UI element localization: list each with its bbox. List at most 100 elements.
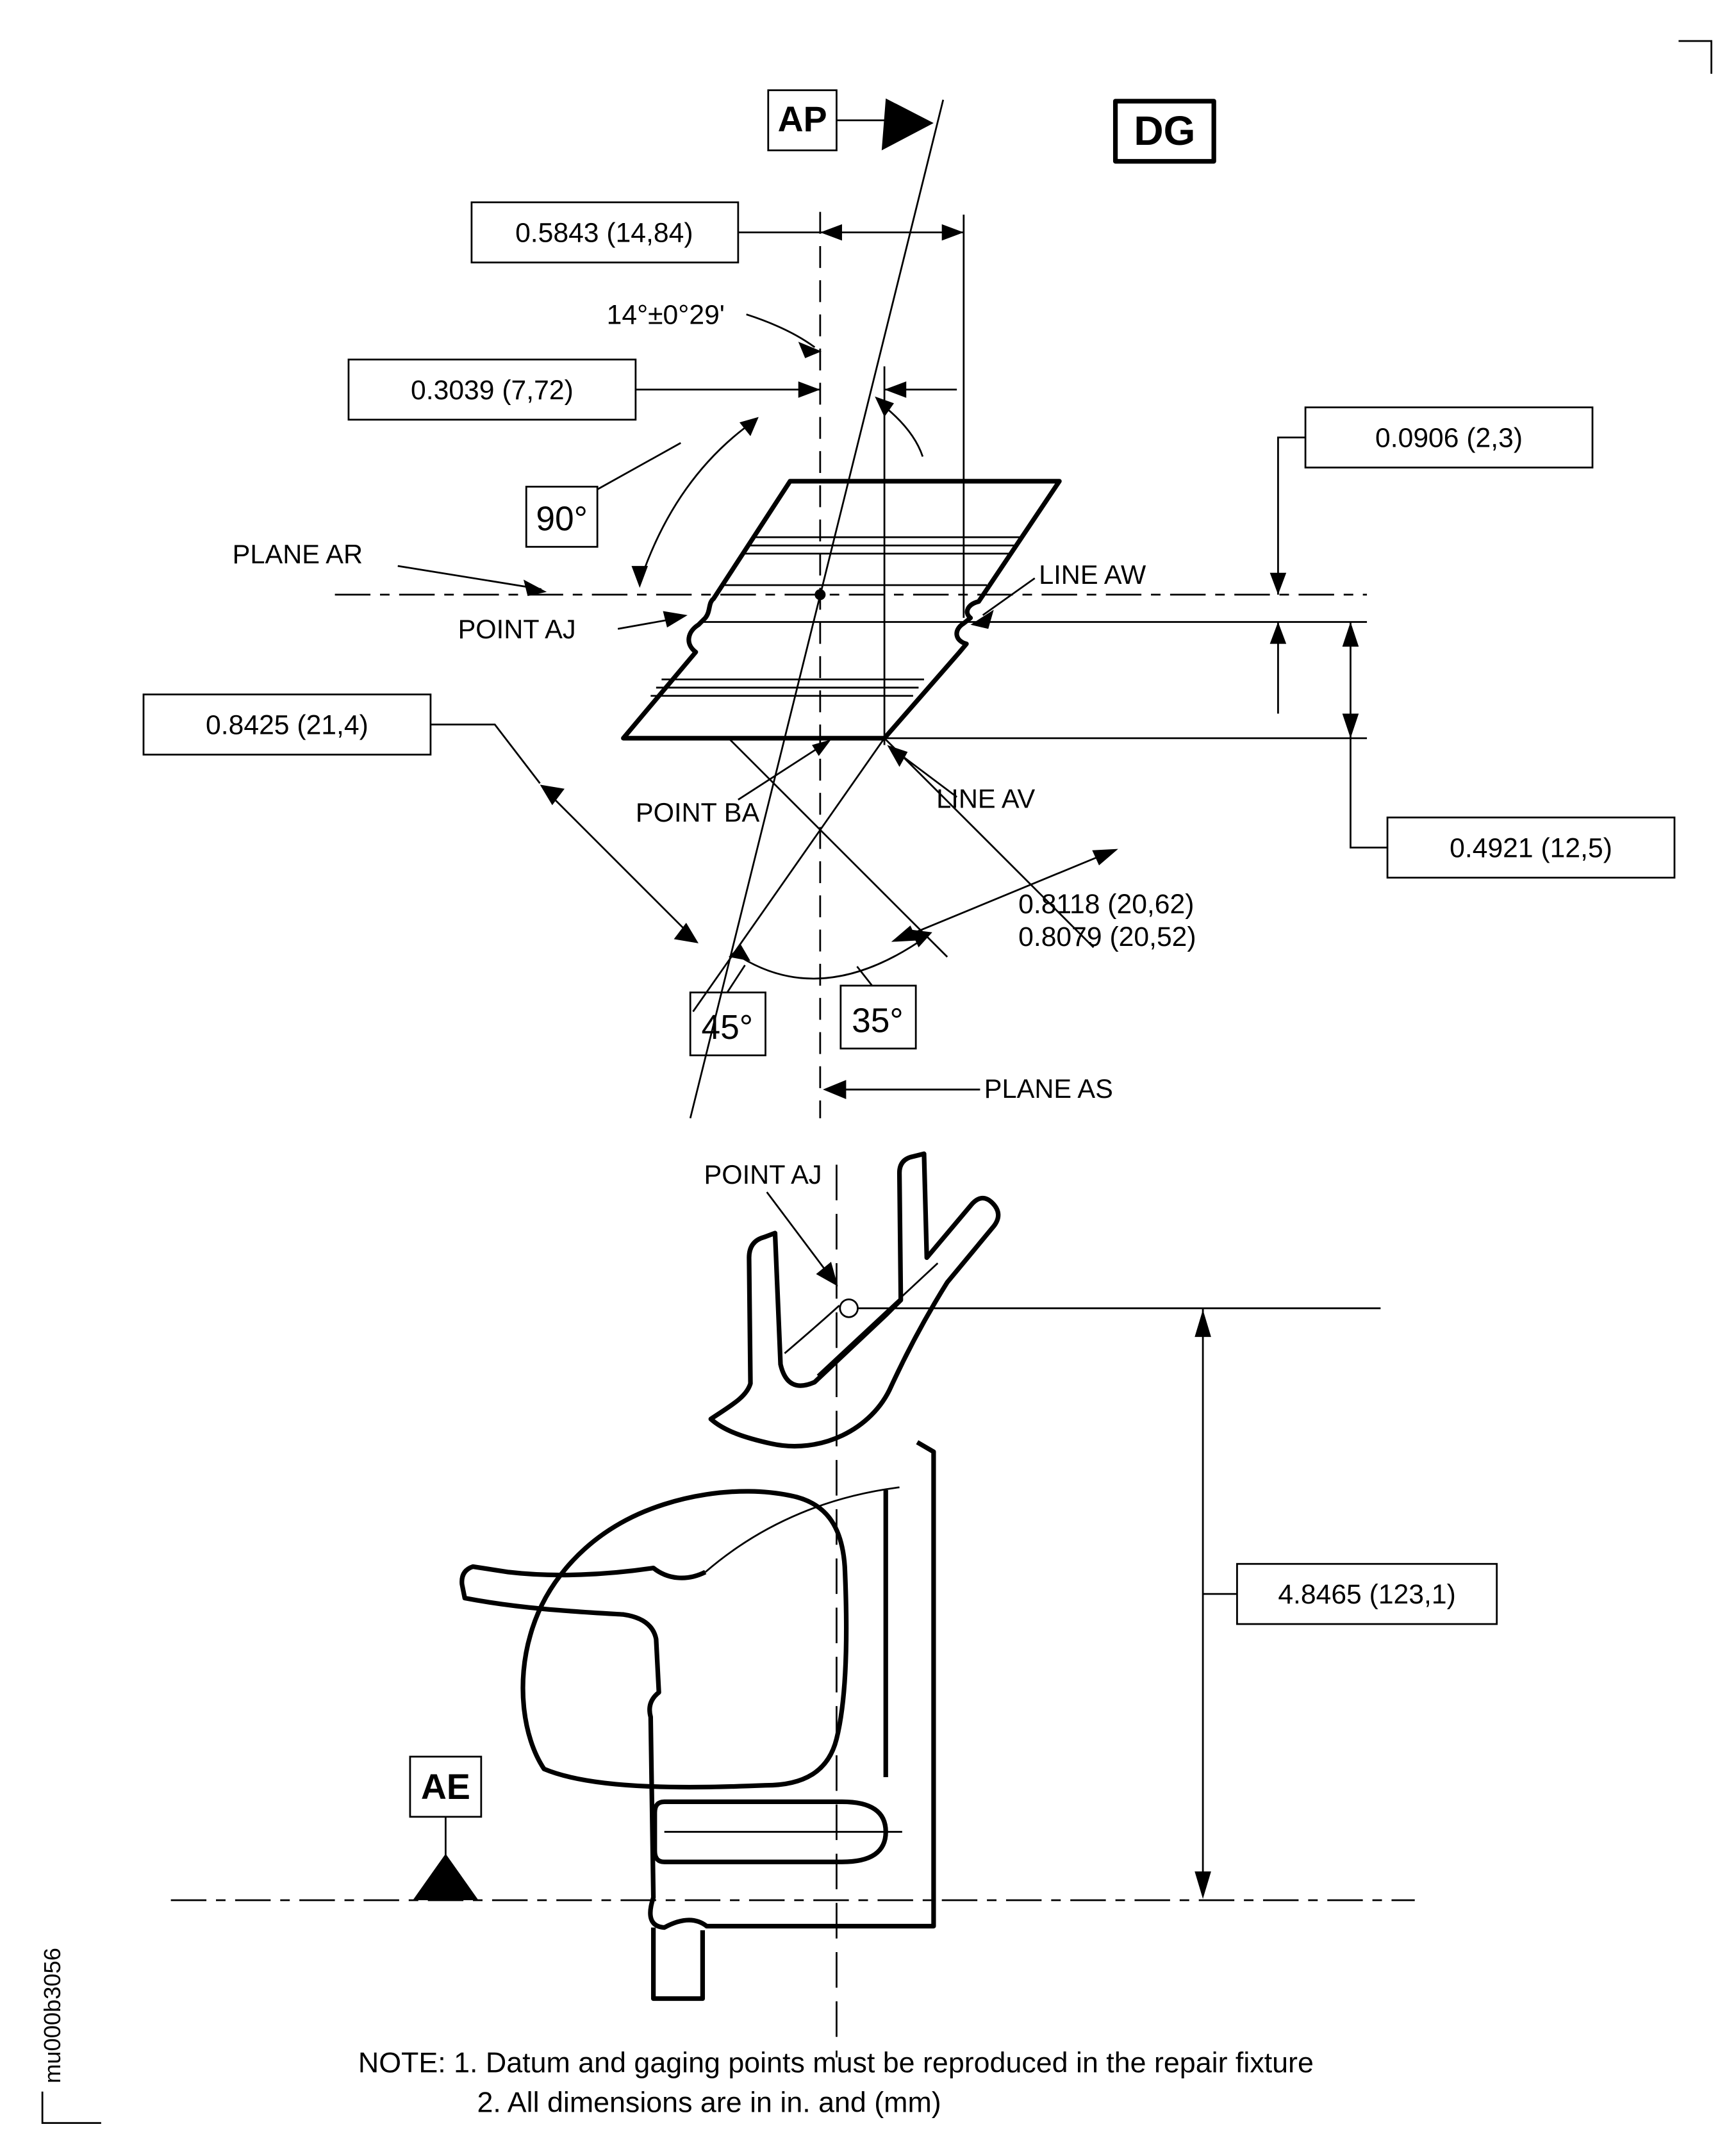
datum-flag-ae: AE — [409, 1755, 483, 1900]
arrowhead-icon — [891, 925, 918, 942]
figure-id-block: mu000b3056 — [39, 1948, 101, 2125]
leader — [738, 741, 828, 801]
label-text: PLANE AS — [984, 1073, 1113, 1104]
label-text: POINT AJ — [458, 614, 576, 644]
arrowhead-icon — [1195, 1871, 1211, 1899]
arrowhead-icon — [798, 381, 820, 398]
line-35deg — [692, 738, 886, 1013]
note-line-1: NOTE: 1. Datum and gaging points must be… — [358, 2047, 1314, 2079]
airfoil-surface-lines — [650, 536, 1021, 697]
leader — [726, 965, 746, 993]
zone-box-dg: DG — [1112, 99, 1216, 164]
dim-text: 0.3039 (7,72) — [411, 375, 574, 406]
angle-arc — [638, 418, 757, 583]
dim-box — [525, 485, 599, 548]
gaging-point-aj — [839, 1298, 859, 1318]
dim-line — [1350, 622, 1388, 849]
center-point — [814, 589, 826, 601]
dim-box — [1236, 1562, 1498, 1625]
note-line-2: 2. All dimensions are in in. and (mm) — [477, 2087, 941, 2119]
arrowhead-icon — [1269, 622, 1287, 644]
dim-text: 0.8118 (20,62) — [1018, 889, 1194, 920]
tip-inner-line — [784, 1305, 840, 1354]
dg-label: DG — [1134, 108, 1195, 154]
line-45deg — [727, 737, 948, 958]
dim-0-0906: 0.0906 (2,3) — [1269, 406, 1594, 714]
leader — [430, 724, 541, 784]
label-text: LINE AV — [936, 784, 1035, 814]
dim-box — [1304, 406, 1594, 468]
dim-0-4921: 0.4921 (12,5) — [1342, 622, 1676, 879]
arrowhead-icon — [941, 224, 964, 241]
figure-id-bracket — [41, 2091, 101, 2125]
arrowhead-icon — [970, 609, 994, 629]
datum-flag-ap: AP — [767, 89, 934, 152]
arrowhead-icon — [1092, 849, 1118, 866]
dim-angle-90: 90° — [525, 417, 759, 588]
label-point-aj-lower: POINT AJ — [704, 1159, 838, 1287]
label-line-aw: LINE AW — [970, 559, 1146, 629]
arrowhead-icon — [631, 566, 649, 588]
label-text: LINE AW — [1039, 559, 1146, 590]
label-text: PLANE AR — [233, 539, 363, 569]
dim-text: 0.8079 (20,52) — [1018, 922, 1196, 952]
arrowhead-icon — [1342, 713, 1359, 738]
notes: NOTE: 1. Datum and gaging points must be… — [358, 2047, 1314, 2119]
root-tab — [650, 1927, 706, 2001]
label-text: POINT AJ — [704, 1159, 822, 1189]
datum-triangle-icon — [881, 98, 934, 151]
leader — [597, 442, 681, 490]
angle-text: 14°±0°29' — [607, 300, 725, 331]
root-slot — [652, 1799, 888, 1864]
leader — [886, 408, 924, 457]
break-line — [704, 1486, 900, 1573]
dim-text: 0.0906 (2,3) — [1375, 423, 1523, 454]
label-plane-ar: PLANE AR — [233, 539, 547, 597]
arrowhead-icon — [910, 929, 932, 948]
dim-line — [543, 788, 695, 940]
label-point-ba: POINT BA — [636, 739, 831, 827]
arrowhead-icon — [812, 739, 831, 756]
dim-0-8118: 0.8118 (20,62) 0.8079 (20,52) — [891, 849, 1196, 952]
arrowhead-icon — [540, 784, 565, 806]
dim-text: 0.8425 (21,4) — [206, 709, 368, 740]
stacking-axis-line — [689, 99, 945, 1119]
label-point-aj: POINT AJ — [458, 611, 688, 644]
disk-section — [459, 1440, 936, 2001]
airfoil-outline — [621, 479, 1062, 741]
arrowhead-icon — [1195, 1309, 1211, 1338]
ap-label: AP — [778, 99, 827, 139]
tip-outline — [708, 1151, 1001, 1449]
dim-angle-45: 45° — [689, 965, 766, 1057]
label-plane-as: PLANE AS — [823, 1073, 1113, 1104]
dim-text: 0.5843 (14,84) — [515, 218, 693, 249]
dim-line — [895, 849, 1114, 941]
leader — [856, 966, 873, 986]
dim-box — [839, 984, 917, 1050]
arrowhead-icon — [823, 1080, 847, 1099]
arrowhead-icon — [1269, 572, 1287, 595]
angle-arc — [733, 936, 928, 980]
blade-tip-section — [708, 1151, 1001, 1449]
label-line-av: LINE AV — [887, 745, 1035, 814]
root-outline — [459, 1440, 936, 1930]
arrowhead-icon — [798, 342, 822, 358]
line-45deg-offset — [884, 737, 1095, 949]
tip-inner-line — [816, 1262, 939, 1376]
arrowhead-icon — [875, 396, 895, 417]
label-text: POINT BA — [636, 797, 760, 827]
leader — [766, 1191, 829, 1275]
angle-text: 90° — [536, 501, 588, 538]
dim-0-8425: 0.8425 (21,4) — [142, 693, 699, 943]
lower-view: POINT AJ AE — [170, 1151, 1498, 2058]
dim-4-8465: 4.8465 (123,1) — [1195, 1308, 1498, 1899]
leader — [982, 577, 1036, 617]
angle-text: 45° — [701, 1009, 753, 1047]
arrowhead-icon — [674, 922, 699, 943]
airfoil-section — [621, 479, 1368, 741]
arrowhead-icon — [1342, 622, 1359, 647]
arrowhead-icon — [884, 381, 907, 398]
upper-view: AP DG 0.5843 (14,84) 14°±0°29' — [142, 89, 1676, 1119]
leader — [397, 565, 541, 590]
figure-id: mu000b3056 — [39, 1948, 65, 2083]
